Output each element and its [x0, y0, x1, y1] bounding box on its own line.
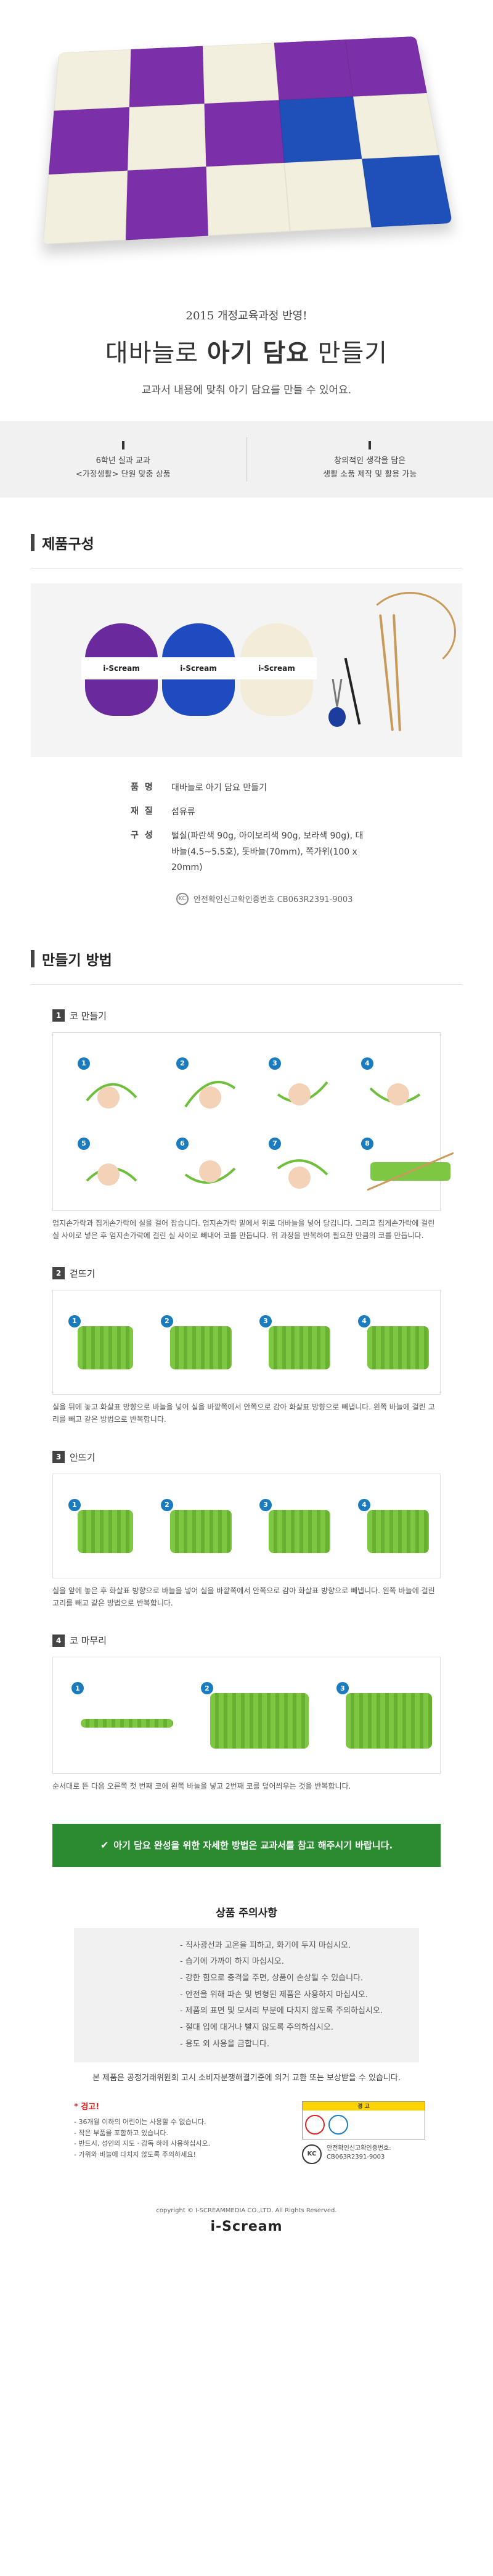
step-description: 엄지손가락과 집게손가락에 실을 걸어 잡습니다. 엄지손가락 밑에서 위로 대…	[52, 1218, 435, 1241]
blanket-image	[43, 36, 453, 245]
caution-item: - 용도 외 사용을 금합니다.	[180, 2039, 269, 2049]
section-heading: 제품구성	[31, 532, 493, 553]
product-components-photo: i-Scream i-Scream i-Scream	[31, 583, 462, 757]
caution-heading: 상품 주의사항	[216, 1906, 277, 1919]
step-heading: 3 안뜨기	[52, 1451, 493, 1464]
step-description: 실을 뒤에 놓고 화살표 방향으로 바늘을 넣어 실을 바깥쪽에서 안쪽으로 감…	[52, 1402, 435, 1424]
step-description: 실을 앞에 놓은 후 화살표 방향으로 바늘을 넣어 실을 바깥쪽에서 안쪽으로…	[52, 1586, 435, 1607]
scissors-icon	[328, 679, 346, 727]
textbook-reference-banner: ✔ 아기 담요 완성을 위한 자세한 방법은 교과서를 참고 해주시기 바랍니다…	[52, 1823, 441, 1867]
hero-blanket-photo	[0, 0, 493, 296]
caution-item: - 습기에 가까이 하지 마십시오.	[180, 1957, 284, 1967]
check-icon: ✔	[100, 1839, 109, 1852]
step-image: 3	[336, 1682, 435, 1749]
step-image: 5	[78, 1137, 139, 1199]
intro-subtitle: 2015 개정교육과정 반영!	[185, 310, 308, 322]
brand-logo: i-Scream	[210, 2219, 283, 2235]
warning-title: * 경고!	[74, 2102, 100, 2112]
yarn-purple: i-Scream	[81, 623, 161, 716]
caution-item: - 안전을 위해 파손 및 변형된 제품은 사용하지 마십시오.	[180, 1990, 369, 2000]
page-title: 대바늘로 아기 담요 만들기	[105, 339, 388, 367]
step-image: 1	[68, 1315, 133, 1377]
copyright: copyright © I-SCREAMMEDIA CO.,LTD. All R…	[156, 2207, 337, 2215]
caution-item: - 절대 입에 대거나 빨지 않도록 주의하십시오.	[180, 2022, 333, 2032]
step-description: 순서대로 뜬 다음 오른쪽 첫 번째 코에 왼쪽 바늘을 넣고 2번째 코를 덮…	[52, 1782, 351, 1791]
step-image: 2	[161, 1498, 232, 1561]
footer: copyright © I-SCREAMMEDIA CO.,LTD. All R…	[0, 2207, 493, 2271]
age-warning-icon	[305, 2115, 325, 2135]
step-image: 4	[358, 1498, 429, 1561]
intro-description: 교과서 내용에 맞춰 아기 담요를 만들 수 있어요.	[141, 384, 352, 396]
step-image: 1	[68, 1498, 133, 1561]
feature-item: 창의적인 생각을 담은 생활 소품 제작 및 활용 가능	[247, 437, 493, 482]
step-image: 3	[259, 1498, 330, 1561]
step-image: 2	[176, 1057, 238, 1119]
step-image: 4	[358, 1315, 429, 1377]
section-heading: 만들기 방법	[31, 948, 493, 969]
product-detail-page: 2015 개정교육과정 반영! 대바늘로 아기 담요 만들기 교과서 내용에 맞…	[0, 0, 493, 2271]
feature-band: 6학년 실과 교과 <가정생활> 단원 맞춤 상품 창의적인 생각을 담은 생활…	[0, 421, 493, 498]
step-image: 3	[269, 1057, 330, 1119]
step-image: 8	[361, 1137, 454, 1199]
kc-mark-icon: KC	[176, 892, 189, 905]
step-image: 3	[259, 1315, 330, 1377]
caution-section: 상품 주의사항 - 직사광선과 고온을 피하고, 화기에 두지 마십시오. - …	[0, 1904, 493, 2083]
step-illustration: 1 2 3 4	[52, 1289, 441, 1395]
caution-list: - 직사광선과 고온을 피하고, 화기에 두지 마십시오. - 습기에 가까이 …	[74, 1927, 419, 2063]
step-illustration: 1 2 3 4 5 6 7 8	[52, 1032, 454, 1211]
step-image: 4	[361, 1057, 423, 1119]
exchange-notice: 본 제품은 공정거래위원회 고시 소비자분쟁해결기준에 의거 교환 또는 보상받…	[92, 2074, 401, 2083]
feature-item: 6학년 실과 교과 <가정생활> 단원 맞춤 상품	[0, 437, 247, 482]
step-image: 2	[201, 1682, 312, 1749]
warning-section: * 경고! - 36개월 이하의 어린이는 사용할 수 없습니다. - 작은 부…	[74, 2101, 493, 2165]
step-image: 6	[176, 1137, 238, 1199]
caution-item: - 제품의 표면 및 모서리 부분에 다치지 않도록 주의하십시오.	[180, 2006, 383, 2016]
feature-marker	[121, 440, 124, 449]
caution-item: - 직사광선과 고온을 피하고, 화기에 두지 마십시오.	[180, 1940, 351, 1950]
feature-marker	[369, 440, 372, 449]
step-image: 2	[161, 1315, 232, 1377]
kc-mark-icon: KC	[302, 2144, 322, 2165]
step-illustration: 1 2 3 4	[52, 1473, 441, 1578]
circular-needle	[364, 592, 456, 672]
warning-label: 경 고	[302, 2101, 425, 2140]
step-illustration: 1 2 3	[52, 1657, 441, 1774]
ce-mark-icon	[328, 2115, 348, 2135]
safety-cert: KC 안전확인신고확인증번호:CB063R2391-9003	[302, 2144, 425, 2165]
intro-section: 2015 개정교육과정 반영! 대바늘로 아기 담요 만들기 교과서 내용에 맞…	[0, 296, 493, 421]
step-heading: 1 코 만들기	[52, 1009, 493, 1022]
step-heading: 2 겉뜨기	[52, 1267, 493, 1280]
caution-item: - 강한 힘으로 충격을 주면, 상품이 손상될 수 있습니다.	[180, 1973, 364, 1983]
step-image: 7	[269, 1137, 330, 1199]
step-heading: 4 코 마무리	[52, 1634, 493, 1647]
yarn-blue: i-Scream	[158, 623, 238, 716]
yarn-ivory: i-Scream	[237, 623, 317, 716]
step-image: 1	[71, 1682, 182, 1744]
step-image: 1	[78, 1057, 139, 1119]
